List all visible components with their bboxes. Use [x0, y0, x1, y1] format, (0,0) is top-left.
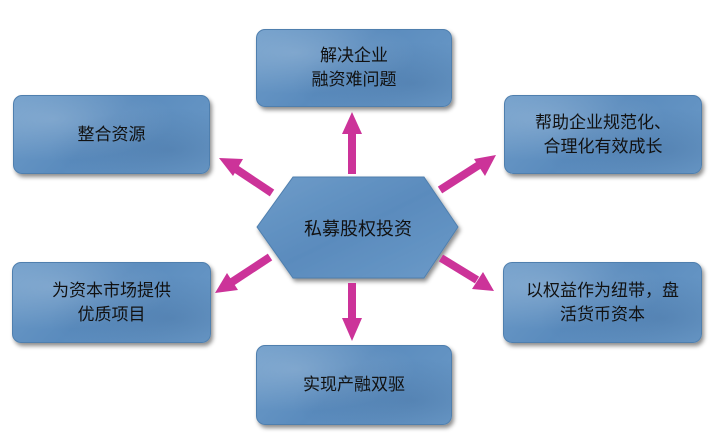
- arrow-to-top-left: [219, 158, 275, 197]
- center-hexagon: [256, 176, 459, 279]
- arrow-to-bottom-right: [438, 254, 494, 291]
- box-line: 活货币资本: [560, 304, 645, 325]
- box-line: 解决企业: [320, 46, 388, 66]
- box-line: 为资本市场提供: [52, 280, 171, 301]
- arrow-to-bottom-left: [215, 253, 273, 293]
- box-standardize-growth: 帮助企业规范化、 合理化有效成长: [504, 95, 702, 174]
- box-quality-projects: 为资本市场提供 优质项目: [12, 262, 211, 343]
- box-dual-drive: 实现产融双驱: [256, 345, 452, 425]
- arrow-to-top-right: [437, 155, 496, 194]
- box-line: 帮助企业规范化、: [535, 112, 671, 133]
- center-label: 私募股权投资: [304, 219, 412, 240]
- arrow-to-top: [342, 112, 362, 174]
- connector-arrows: [215, 112, 496, 341]
- box-line: 合理化有效成长: [543, 136, 663, 157]
- box-line: 整合资源: [77, 124, 146, 145]
- box-equity-capital: 以权益作为纽带，盘 活货币资本: [503, 262, 702, 343]
- arrow-to-bottom: [342, 283, 362, 341]
- box-integrate-resources: 整合资源: [13, 95, 210, 174]
- box-solve-financing: 解决企业 融资难问题: [256, 29, 452, 107]
- box-line: 实现产融双驱: [303, 375, 405, 395]
- box-line: 融资难问题: [311, 70, 397, 90]
- box-line: 优质项目: [77, 304, 146, 325]
- box-line: 以权益作为纽带，盘: [526, 280, 679, 301]
